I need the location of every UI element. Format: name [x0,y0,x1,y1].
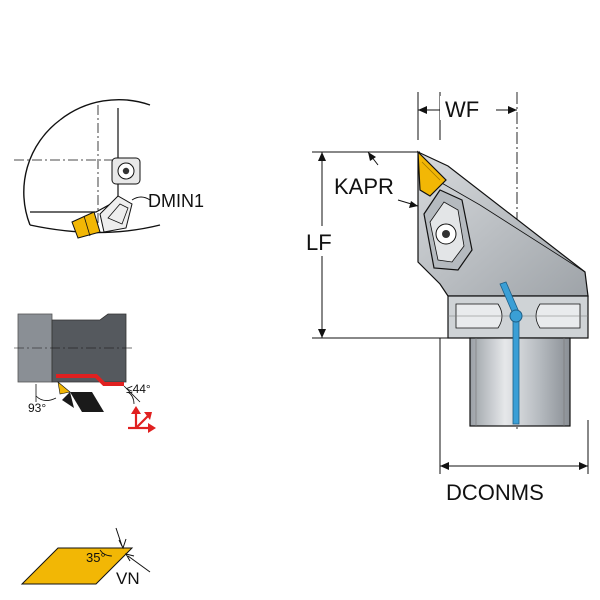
shank [469,337,571,427]
insert-tip [417,150,447,197]
vn-label: VN [116,569,140,588]
dconms-dimension: DCONMS [440,462,588,505]
insert-shape-vn: 35° VN [20,527,151,588]
detail-view-dmin1: DMIN1 [14,98,204,239]
kapr-annotation: KAPR [332,151,419,208]
main-view: WF LF KAPR [304,92,589,505]
wf-label: WF [445,97,479,122]
dconms-label: DCONMS [446,480,544,505]
lf-dimension: LF [304,152,342,338]
wf-dimension: WF [418,96,517,122]
detail-clamp [99,195,133,233]
feed-direction-icon [128,406,156,433]
kapr-label: KAPR [334,174,394,199]
angle-44-label: ≤44° [126,382,151,396]
coolant-channel [499,281,523,425]
detail-insert [71,211,101,239]
insert-angle-label: 35° [86,550,106,565]
dmin1-label: DMIN1 [148,191,204,211]
clamp-screw-icon [435,223,457,245]
cutting-edge-marker [56,374,124,386]
angle-93-label: 93° [28,401,46,415]
lf-label: LF [306,230,332,255]
screw-icon [111,157,141,185]
side-view: 93° ≤44° [14,313,156,433]
